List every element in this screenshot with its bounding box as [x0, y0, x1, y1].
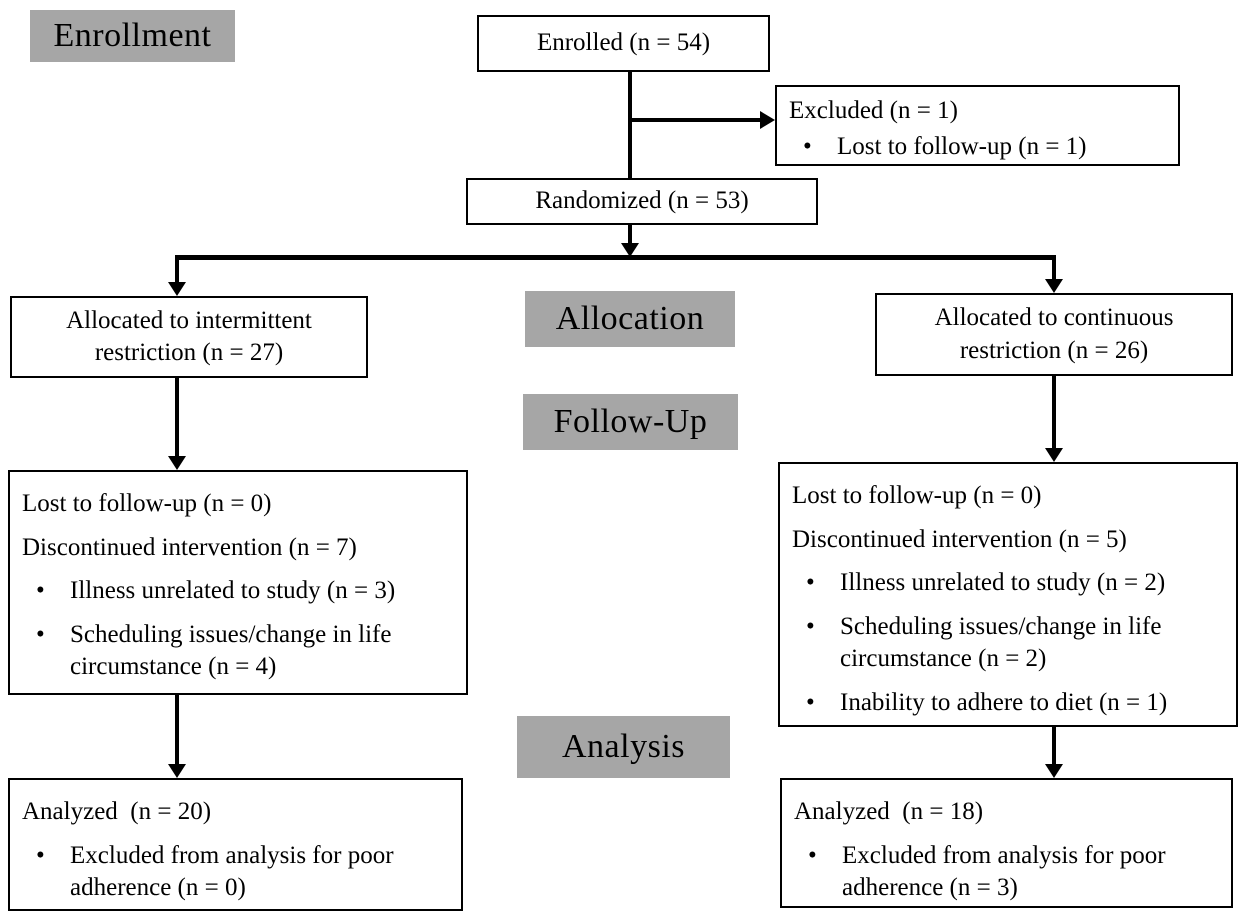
arrowhead-analysis-left	[168, 764, 186, 778]
followup-right-bullet-text: Illness unrelated to study (n = 2)	[840, 569, 1166, 596]
arrowhead-alloc-right	[1045, 279, 1063, 293]
connector-split-bar	[175, 255, 1056, 260]
bullet-icon: •	[36, 577, 45, 604]
allocation-box-intermittent: Allocated to intermittent restriction (n…	[10, 296, 368, 378]
bullet-icon: •	[808, 841, 817, 869]
followup-right-bullet-text: Inability to adhere to diet (n = 1)	[840, 688, 1168, 716]
followup-box-intermittent: Lost to follow-up (n = 0) Discontinued i…	[8, 470, 468, 695]
analysis-left-bullet-text: Excluded from analysis for poor adherenc…	[70, 841, 400, 902]
excluded-bullet-text: Lost to follow-up (n = 1)	[837, 132, 1087, 160]
stage-label-allocation: Allocation	[525, 291, 735, 347]
followup-left-bullet-item: • Illness unrelated to study (n = 3)	[22, 575, 454, 608]
connector-enrolled-randomized	[628, 71, 632, 179]
analysis-left-bullet-item: • Excluded from analysis for poor adhere…	[22, 840, 449, 905]
connector-split-alloc-right	[1052, 260, 1056, 280]
stage-label-follow-up: Follow-Up	[523, 394, 738, 450]
arrowhead-analysis-right	[1045, 764, 1063, 778]
connector-split-alloc-left	[175, 260, 179, 283]
followup-left-bullet-text: Illness unrelated to study (n = 3)	[70, 577, 396, 604]
bullet-icon: •	[36, 620, 45, 648]
randomized-box: Randomized (n = 53)	[466, 178, 818, 225]
followup-right-bullet-item: • Scheduling issues/change in life circu…	[792, 611, 1224, 676]
connector-randomized-split	[628, 224, 632, 245]
allocation-box-continuous: Allocated to continuous restriction (n =…	[875, 293, 1233, 376]
followup-left-line-1: Lost to follow-up (n = 0)	[22, 490, 272, 517]
analysis-right-bullet-text: Excluded from analysis for poor adherenc…	[842, 841, 1172, 902]
arrowhead-excluded	[760, 111, 775, 129]
arrowhead-followup-right	[1045, 448, 1063, 462]
followup-right-bullet-item: • Illness unrelated to study (n = 2)	[792, 567, 1224, 600]
connector-followup-analysis-left	[175, 695, 179, 765]
analysis-right-bullet-item: • Excluded from analysis for poor adhere…	[794, 840, 1219, 905]
stage-label-analysis: Analysis	[517, 716, 730, 778]
followup-right-line-1: Lost to follow-up (n = 0)	[792, 482, 1042, 509]
stage-label-enrollment: Enrollment	[30, 10, 235, 62]
analysis-right-title: Analyzed (n = 18)	[794, 798, 984, 825]
arrowhead-alloc-left	[168, 282, 186, 296]
analysis-box-continuous: Analyzed (n = 18) • Excluded from analys…	[780, 778, 1233, 908]
bullet-icon: •	[806, 569, 815, 596]
arrowhead-followup-left	[168, 456, 186, 470]
excluded-title: Excluded (n = 1)	[789, 97, 958, 124]
excluded-bullet-item: • Lost to follow-up (n = 1)	[789, 131, 1166, 164]
connector-branch-excluded	[630, 118, 760, 122]
connector-followup-analysis-right	[1052, 727, 1056, 765]
bullet-icon: •	[806, 612, 815, 640]
analysis-box-intermittent: Analyzed (n = 20) • Excluded from analys…	[8, 778, 463, 911]
arrowhead-split-center	[621, 243, 639, 257]
analysis-left-title: Analyzed (n = 20)	[22, 798, 212, 825]
followup-right-line-2: Discontinued intervention (n = 5)	[792, 525, 1127, 553]
followup-right-bullet-text: Scheduling issues/change in life circums…	[840, 612, 1168, 673]
bullet-icon: •	[803, 132, 812, 160]
bullet-icon: •	[806, 688, 815, 716]
enrolled-box: Enrolled (n = 54)	[477, 15, 770, 72]
excluded-box: Excluded (n = 1) • Lost to follow-up (n …	[775, 85, 1180, 166]
followup-left-bullet-item: • Scheduling issues/change in life circu…	[22, 619, 454, 684]
followup-right-bullet-item: • Inability to adhere to diet (n = 1)	[792, 687, 1224, 720]
followup-left-line-2: Discontinued intervention (n = 7)	[22, 533, 357, 561]
connector-alloc-followup-left	[175, 378, 179, 457]
connector-alloc-followup-right	[1052, 376, 1056, 449]
followup-box-continuous: Lost to follow-up (n = 0) Discontinued i…	[778, 462, 1238, 727]
followup-left-bullet-text: Scheduling issues/change in life circums…	[70, 620, 398, 681]
bullet-icon: •	[36, 841, 45, 869]
